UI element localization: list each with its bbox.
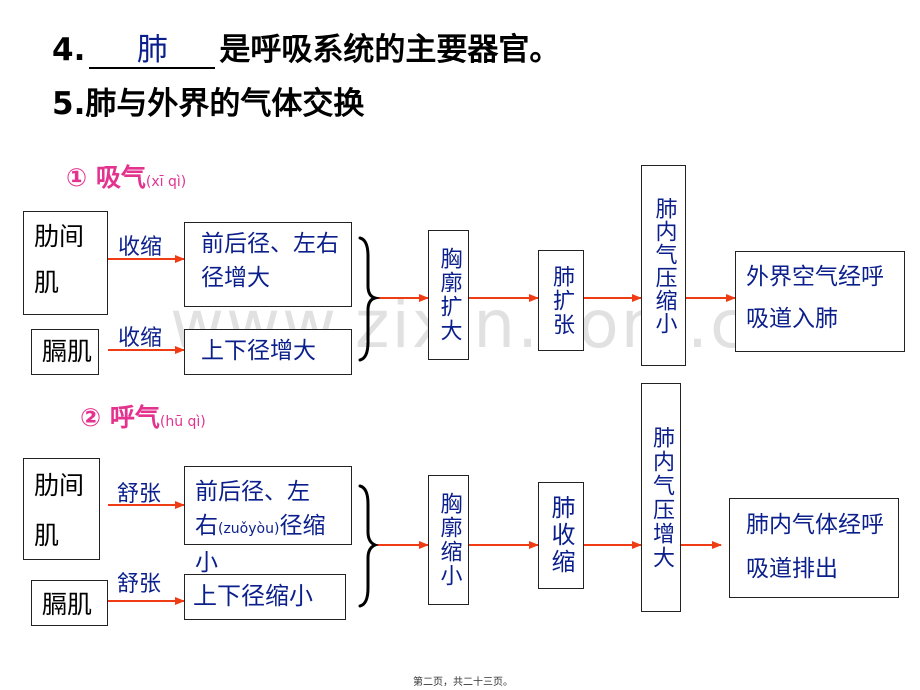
- exhale-rib-effect-a: 前后径、左: [195, 479, 310, 505]
- exhale-title-text: ② 呼气: [80, 403, 160, 432]
- brace-inhale: [358, 236, 381, 362]
- exhale-diaphragm-box: 膈肌: [31, 580, 108, 626]
- inhale-title-text: ① 吸气: [66, 163, 146, 192]
- inhale-rib-action: 收缩: [118, 235, 163, 260]
- exhale-rib-effect-c: 径缩: [279, 513, 326, 539]
- question-4-text: 是呼吸系统的主要器官。: [219, 32, 561, 68]
- exhale-pressure-box: 肺内气压增大: [641, 383, 681, 612]
- question-5: 5.肺与外界的气体交换: [52, 86, 365, 122]
- inhale-diaphragm-action: 收缩: [118, 326, 163, 351]
- exhale-pinyin: (hū qì): [159, 414, 206, 430]
- inhale-thorax-box: 胸廓扩大: [428, 230, 469, 360]
- exhale-result-box: 肺内气体经呼吸道排出: [729, 498, 899, 598]
- inhale-pinyin: (xī qì): [145, 174, 187, 190]
- inhale-rib-muscle-box: 肋间肌: [23, 211, 108, 315]
- exhale-lung-box: 肺收缩: [538, 482, 584, 589]
- exhale-lung-text: 肺收缩: [547, 495, 575, 576]
- answer-blank: 肺: [89, 33, 216, 69]
- question-4: 4.肺是呼吸系统的主要器官。: [52, 32, 560, 69]
- brace-exhale: [358, 484, 379, 608]
- inhale-pressure-box: 肺内气压缩小: [641, 165, 686, 366]
- inhale-rib-effect-box: 前后径、左右径增大: [184, 222, 352, 307]
- inhale-lung-box: 肺扩张: [538, 250, 584, 351]
- inhale-diaphragm-effect-box: 上下径增大: [184, 329, 352, 375]
- exhale-diaphragm-effect-box: 上下径缩小: [184, 574, 346, 620]
- exhale-rib-effect-b: 右: [195, 513, 218, 539]
- inhale-diaphragm-box: 膈肌: [31, 329, 99, 375]
- exhale-rib-effect-d: 小: [195, 550, 218, 576]
- exhale-rib-effect-box: 前后径、左 右(zuǒyòu)径缩 小: [184, 466, 352, 576]
- page-footer: 第二页，共二十三页。: [413, 677, 513, 688]
- exhale-rib-effect-pinyin: (zuǒyòu): [218, 521, 280, 537]
- exhale-diaphragm-action: 舒张: [117, 572, 162, 597]
- exhale-thorax-box: 胸廓缩小: [428, 475, 469, 605]
- exhale-rib-muscle-box: 肋间肌: [23, 458, 100, 560]
- inhale-result-box: 外界空气经呼吸道入肺: [735, 251, 905, 352]
- question-4-number: 4.: [52, 32, 86, 68]
- exhale-title: ② 呼气(hū qì): [80, 398, 206, 434]
- inhale-title: ① 吸气(xī qì): [66, 158, 186, 194]
- exhale-rib-action: 舒张: [117, 482, 162, 507]
